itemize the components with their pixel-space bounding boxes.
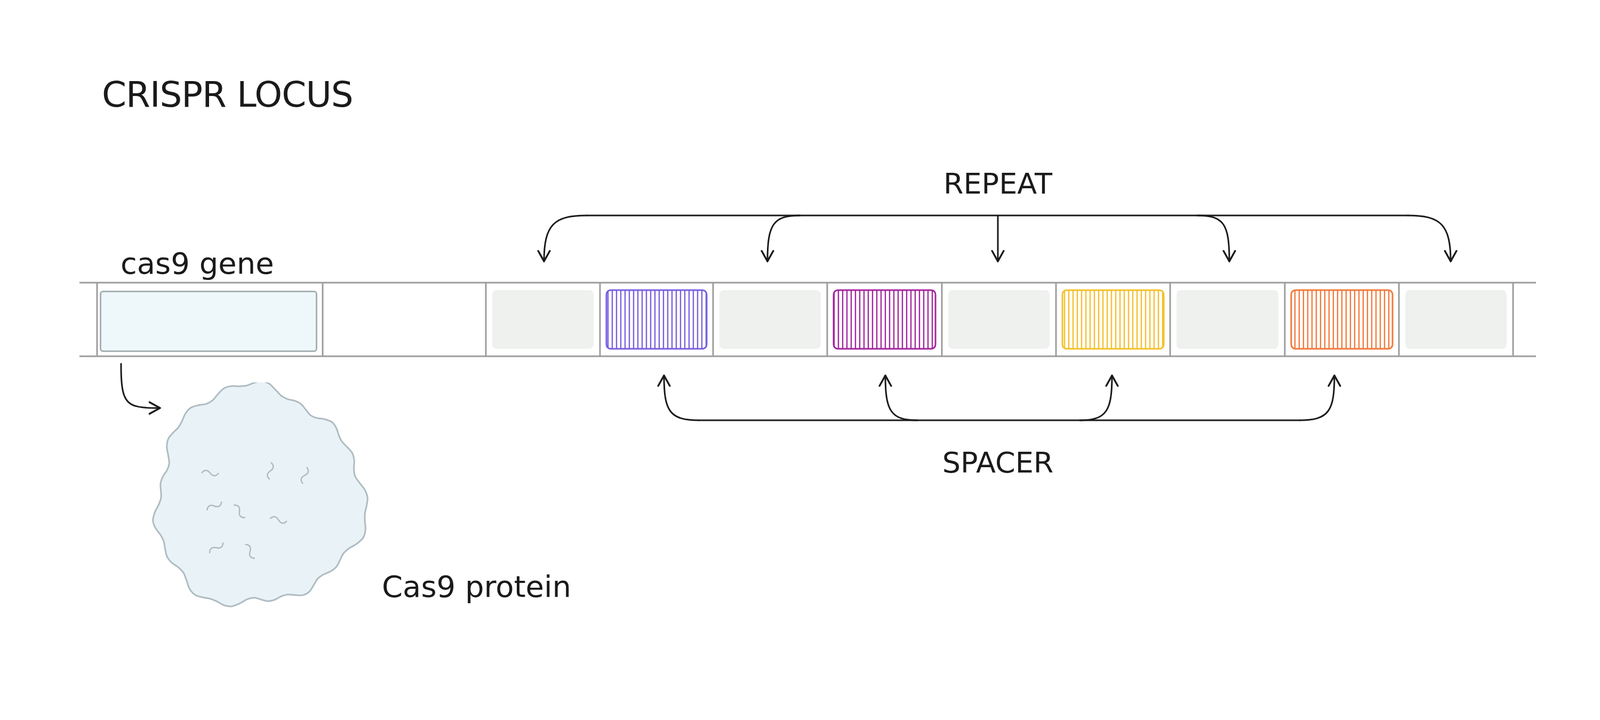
repeat-bracket: [1408, 215, 1451, 262]
cell-border: [599, 282, 602, 357]
spacer-bracket: [664, 375, 699, 421]
protein-texture: [201, 470, 219, 476]
cell-border: [322, 282, 324, 357]
label-wrap: REPEAT: [943, 167, 1053, 201]
protein-texture: [231, 503, 247, 520]
cell-border: [1512, 282, 1515, 357]
spacer-segment: [1062, 290, 1164, 349]
repeat-bracket: [1197, 215, 1230, 262]
protein-texture: [300, 466, 309, 485]
protein-texture: [208, 540, 225, 556]
spacer-segment: [606, 290, 707, 349]
spacer-bracket: [1080, 375, 1112, 421]
strand-line: [79, 355, 1536, 358]
spacer-bracket: [885, 375, 918, 421]
node-text-wrap: Cas9 protein: [381, 569, 572, 604]
protein-texture: [267, 462, 274, 480]
node-text-wrap: cas9 gene: [120, 246, 275, 281]
title: CRISPR LOCUS: [101, 74, 354, 116]
protein-label: Cas9 protein: [381, 569, 572, 604]
protein-texture: [243, 542, 258, 560]
strand-line: [79, 282, 1536, 284]
title-wrap: CRISPR LOCUS: [101, 74, 354, 116]
part-label: REPEAT: [943, 167, 1053, 201]
connector-arrow: [121, 363, 160, 408]
dna-strip: [79, 282, 1536, 357]
repeat-bracket: [767, 215, 800, 262]
repeat-segment: [948, 290, 1050, 349]
repeat-segment: [719, 290, 821, 349]
protein-texture: [205, 499, 223, 513]
protein-texture: [269, 516, 288, 524]
cell-border: [1055, 282, 1058, 357]
protein-outline: [153, 382, 368, 607]
repeat-bracket: [997, 215, 999, 262]
brackets: [544, 215, 1451, 421]
spacer-segment: [1291, 290, 1393, 349]
repeat-segment: [492, 290, 594, 349]
repeat-bracket: [544, 215, 587, 262]
cell-border: [826, 282, 829, 357]
cell-border: [712, 282, 715, 357]
gene-box: cas9 gene: [99, 290, 318, 352]
part-label: SPACER: [942, 446, 1054, 480]
repeat-segment: [1405, 290, 1507, 349]
protein-blob: Cas9 protein: [142, 382, 373, 613]
spacer-segment: [833, 290, 936, 349]
gene-label: cas9 gene: [120, 246, 275, 281]
cell-border: [941, 282, 943, 357]
spacer-bracket: [1299, 375, 1335, 421]
cell-border: [1284, 282, 1286, 357]
cell-border: [1398, 282, 1400, 357]
cell-border: [96, 282, 99, 357]
label-wrap: SPACER: [942, 446, 1054, 480]
repeat-segment: [1176, 290, 1279, 349]
cell-border: [1169, 282, 1172, 357]
cell-border: [485, 282, 487, 357]
spacer-bracket: [698, 419, 1300, 422]
protein-outline: [142, 382, 373, 613]
